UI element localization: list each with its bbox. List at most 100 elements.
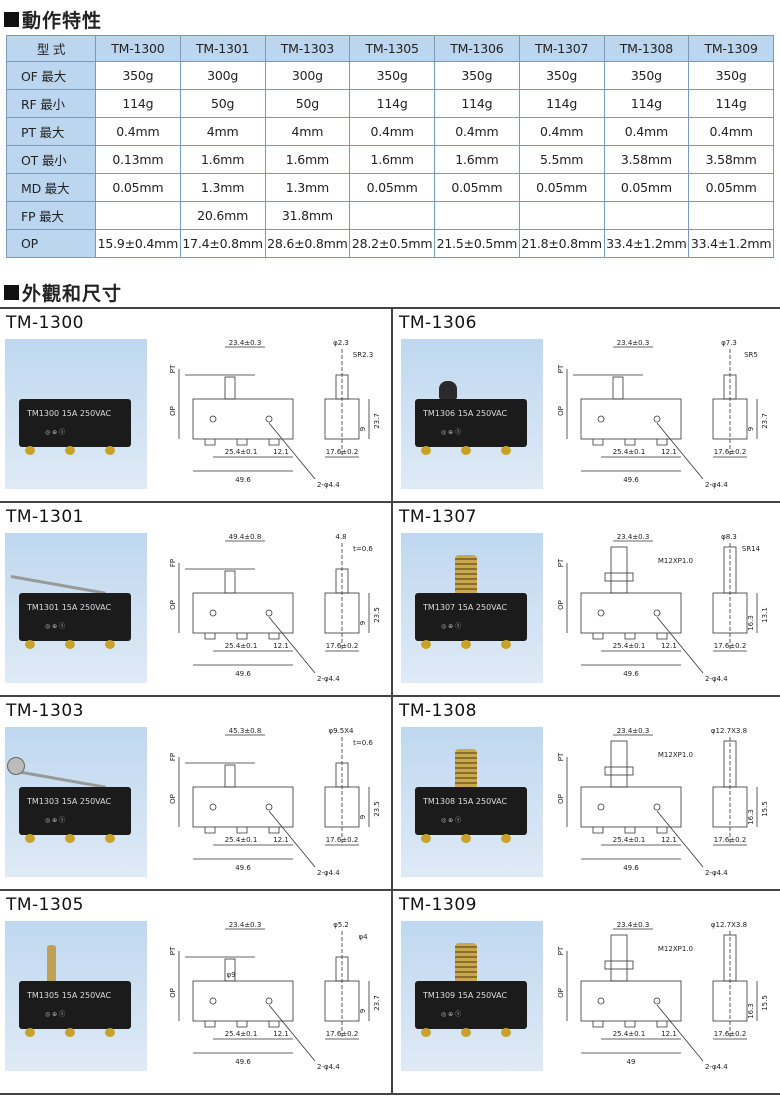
terminal-screw-icon: [501, 1028, 511, 1037]
dim-end-offset: 12.1: [661, 642, 677, 650]
spec-cell: 0.05mm: [688, 173, 774, 202]
spec-cell: 300g: [264, 61, 351, 90]
dim-inner-diameter: φ9: [226, 971, 235, 979]
dim-actuator-diameter: φ7.3: [721, 339, 737, 347]
dim-terminal-height: 16.3: [747, 1003, 755, 1019]
spec-cell: 114g: [349, 89, 435, 118]
model-name: TM-1308: [399, 701, 477, 721]
dim-op-label: OP: [557, 406, 565, 416]
terminal-outline: [204, 827, 280, 834]
switch-body-label: TM1308 15A 250VAC: [423, 797, 508, 806]
dim-mount-spacing: 25.4±0.1: [613, 1030, 646, 1038]
lever-arm: [10, 575, 106, 595]
model-name: TM-1305: [6, 895, 84, 915]
spec-cell: 0.4mm: [518, 117, 605, 146]
dim-end-offset: 12.1: [273, 836, 289, 844]
dim-mount-spacing: 25.4±0.1: [613, 448, 646, 456]
grid-divider: [391, 307, 393, 1095]
terminal-screw-icon: [421, 834, 431, 843]
spec-cell: 300g: [179, 61, 266, 90]
dim-top-width: 49.4±0.8: [229, 533, 262, 541]
spec-cell: 350g: [603, 61, 690, 90]
dim-pt-label: FP: [169, 559, 177, 567]
terminal-outline: [592, 633, 668, 640]
dim-radius: t=0.6: [353, 739, 373, 747]
spec-cell: 114g: [688, 89, 774, 118]
mount-hole-right: [265, 415, 273, 423]
mount-hole-right: [653, 609, 661, 617]
mount-hole-left: [597, 415, 605, 423]
terminal-screw-icon: [501, 640, 511, 649]
spec-cell: 0.4mm: [434, 117, 520, 146]
dim-pt-label: PT: [169, 364, 177, 373]
dim-op-label: OP: [557, 794, 565, 804]
leader-line: [656, 810, 704, 868]
nut-outline: [604, 766, 634, 776]
dim-end-offset: 12.1: [661, 448, 677, 456]
dim-side-width: 17.6±0.2: [714, 448, 747, 456]
mount-hole-left: [209, 997, 217, 1005]
mount-hole-left: [597, 609, 605, 617]
terminal-outline: [592, 439, 668, 446]
terminal-screw-icon: [421, 640, 431, 649]
dim-side-width: 17.6±0.2: [326, 1030, 359, 1038]
dim-op-label: OP: [557, 600, 565, 610]
spec-cell: 3.58mm: [688, 145, 774, 174]
grid-divider: [0, 307, 780, 309]
switch-body: TM1300 15A 250VAC◎ ⊕ ⓢ: [19, 399, 131, 447]
model-name: TM-1301: [6, 507, 84, 527]
dim-end-offset: 12.1: [273, 642, 289, 650]
terminal-screw-icon: [25, 1028, 35, 1037]
dim-hole-spec: 2-φ4.4: [705, 675, 728, 683]
spec-cell: 31.8mm: [264, 201, 351, 230]
leader-line: [656, 422, 704, 480]
leader-line: [268, 616, 316, 674]
spec-row-label: OT 最小: [6, 145, 96, 174]
terminal-screw-icon: [105, 1028, 115, 1037]
spec-cell: 0.13mm: [95, 145, 181, 174]
dim-pt-label: PT: [557, 558, 565, 567]
spec-cell: 0.4mm: [688, 117, 774, 146]
mount-hole-right: [653, 997, 661, 1005]
spec-title-text: 動作特性: [22, 10, 103, 32]
spec-header-model: TM-1301: [179, 35, 266, 62]
dim-end-offset: 12.1: [273, 448, 289, 456]
dim-side-width: 17.6±0.2: [714, 1030, 747, 1038]
mount-hole-left: [597, 803, 605, 811]
dim-side-width: 17.6±0.2: [326, 642, 359, 650]
product-photo: TM1303 15A 250VAC◎ ⊕ ⓢ: [5, 727, 147, 877]
spec-header-label: 型 式: [6, 35, 96, 62]
terminal-screw-icon: [25, 834, 35, 843]
spec-cell: 0.05mm: [518, 173, 605, 202]
model-name: TM-1303: [6, 701, 84, 721]
dims-section-title: 外觀和尺寸: [4, 279, 122, 306]
dim-pt-label: PT: [169, 946, 177, 955]
leader-line: [268, 422, 316, 480]
spec-cell: 28.2±0.5mm: [349, 229, 435, 258]
terminal-screw-icon: [105, 640, 115, 649]
dim-hole-spec: 2-φ4.4: [317, 481, 340, 489]
dim-height: 13.1: [761, 607, 769, 623]
switch-body: TM1307 15A 250VAC◎ ⊕ ⓢ: [415, 593, 527, 641]
spec-row-label: PT 最大: [6, 117, 96, 146]
lever-arm: [10, 769, 106, 789]
switch-body-label: TM1303 15A 250VAC: [27, 797, 112, 806]
nut-outline: [604, 960, 634, 970]
dim-op-label: OP: [169, 988, 177, 998]
spec-cell: [518, 201, 605, 230]
mount-hole-right: [265, 609, 273, 617]
dim-top-width: 23.4±0.3: [229, 921, 262, 929]
spec-cell: [349, 201, 435, 230]
mount-hole-left: [597, 997, 605, 1005]
leader-line: [656, 1004, 704, 1062]
